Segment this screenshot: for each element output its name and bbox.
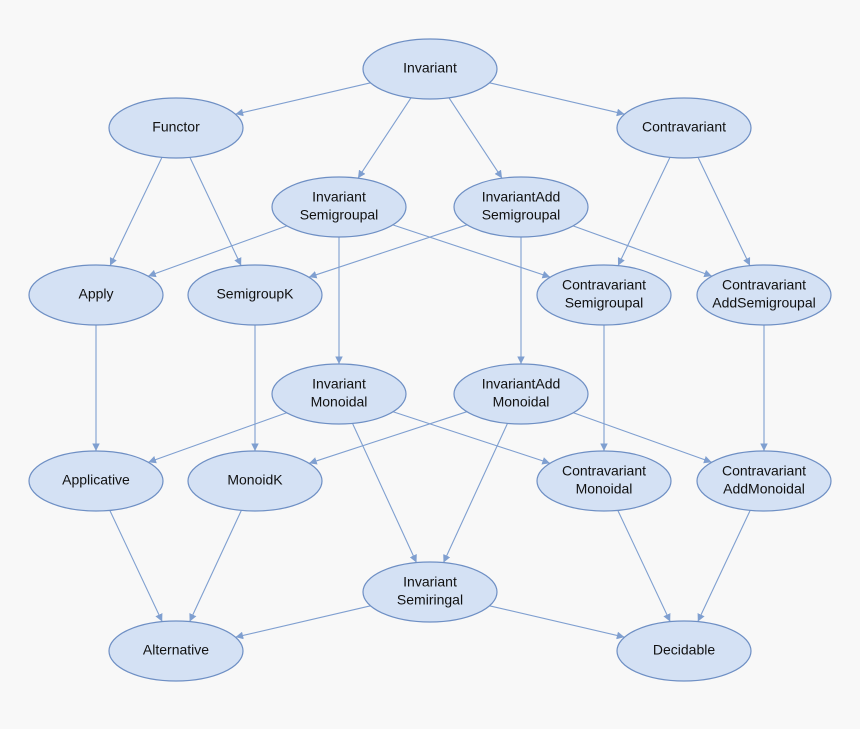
node-label-invariant-line-0: Invariant [403, 60, 457, 76]
edge-contravariant-monoidal-to-decidable [617, 510, 671, 622]
node-functor[interactable]: Functor [108, 97, 244, 159]
node-shape-monoidk [187, 450, 323, 512]
edge-invariantadd-monoidal-to-monoidk [308, 411, 468, 465]
node-shape-applicative [28, 450, 164, 512]
edges-layer [92, 82, 768, 640]
edge-invariant-monoidal-to-invariant-semiringal [352, 423, 417, 563]
node-shape-decidable [616, 620, 752, 682]
node-invariant[interactable]: Invariant [362, 38, 498, 100]
node-label-invariantadd-semigroupal-line-1: Semigroupal [482, 207, 561, 223]
edge-invariant-semigroupal-to-contravariant-semigroupal [392, 224, 551, 279]
node-label-invariant-semigroupal-line-0: Invariant [312, 189, 366, 205]
node-label-invariant-semiringal-line-1: Semiringal [397, 592, 463, 608]
edge-invariant-to-functor [235, 82, 371, 117]
edge-applicative-to-alternative [109, 510, 163, 622]
node-label-contravariant-semigroupal-line-1: Semigroupal [565, 295, 644, 311]
node-label-contravariant-addmonoidal-line-1: AddMonoidal [723, 481, 805, 497]
node-shape-invariantadd-monoidal [453, 363, 589, 425]
node-label-invariantadd-monoidal-line-1: Monoidal [493, 394, 550, 410]
edge-monoidk-to-alternative [189, 510, 242, 622]
node-shape-invariant-semiringal [362, 561, 498, 623]
node-label-functor-line-0: Functor [152, 119, 200, 135]
edge-invariant-semigroupal-to-apply [147, 225, 288, 278]
node-apply[interactable]: Apply [28, 264, 164, 326]
edge-functor-to-semigroupk [189, 157, 242, 266]
node-label-contravariant-addmonoidal-line-0: Contravariant [722, 463, 806, 479]
node-shape-contravariant-addmonoidal [696, 450, 832, 512]
node-monoidk[interactable]: MonoidK [187, 450, 323, 512]
node-shape-invariantadd-semigroupal [453, 176, 589, 238]
node-label-invariant-monoidal-line-0: Invariant [312, 376, 366, 392]
node-label-apply-line-0: Apply [78, 286, 113, 302]
node-decidable[interactable]: Decidable [616, 620, 752, 682]
node-shape-semigroupk [187, 264, 323, 326]
edge-invariantadd-monoidal-to-invariant-semiringal [443, 423, 508, 563]
node-shape-invariant-semigroupal [271, 176, 407, 238]
node-contravariant[interactable]: Contravariant [616, 97, 752, 159]
node-label-alternative-line-0: Alternative [143, 642, 209, 658]
node-label-contravariant-line-0: Contravariant [642, 119, 726, 135]
node-semigroupk[interactable]: SemigroupK [187, 264, 323, 326]
node-shape-contravariant-monoidal [536, 450, 672, 512]
node-shape-invariant [362, 38, 498, 100]
edge-contravariant-to-contravariant-semigroupal [617, 157, 671, 266]
edge-contravariant-to-contravariant-addsemigroupal [697, 157, 751, 266]
node-label-applicative-line-0: Applicative [62, 472, 130, 488]
node-shape-functor [108, 97, 244, 159]
edge-contravariant-addmonoidal-to-decidable [697, 510, 751, 622]
node-shape-apply [28, 264, 164, 326]
edge-invariant-to-contravariant [489, 82, 625, 117]
node-label-contravariant-monoidal-line-0: Contravariant [562, 463, 646, 479]
edge-invariantadd-semigroupal-to-contravariant-addsemigroupal [572, 225, 713, 278]
node-label-monoidk-line-0: MonoidK [227, 472, 283, 488]
node-shape-alternative [108, 620, 244, 682]
node-label-invariantadd-semigroupal-line-0: InvariantAdd [482, 189, 561, 205]
node-label-semigroupk-line-0: SemigroupK [216, 286, 294, 302]
node-shape-contravariant-addsemigroupal [696, 264, 832, 326]
node-label-invariant-semiringal-line-0: Invariant [403, 574, 457, 590]
node-shape-invariant-monoidal [271, 363, 407, 425]
node-label-decidable-line-0: Decidable [653, 642, 715, 658]
edge-invariant-monoidal-to-contravariant-monoidal [392, 411, 551, 465]
node-label-invariantadd-monoidal-line-0: InvariantAdd [482, 376, 561, 392]
node-label-invariant-monoidal-line-1: Monoidal [311, 394, 368, 410]
edge-invariantadd-semigroupal-to-semigroupk [308, 224, 468, 279]
edge-functor-to-apply [109, 157, 163, 266]
edge-invariantadd-monoidal-to-contravariant-addmonoidal [573, 412, 712, 464]
node-label-contravariant-monoidal-line-1: Monoidal [576, 481, 633, 497]
edge-invariant-semiringal-to-alternative [235, 605, 371, 640]
node-shape-contravariant [616, 97, 752, 159]
edge-invariant-to-invariant-semigroupal [357, 97, 412, 179]
node-label-invariant-semigroupal-line-1: Semigroupal [300, 207, 379, 223]
edge-invariant-semiringal-to-decidable [489, 605, 625, 640]
node-shape-contravariant-semigroupal [536, 264, 672, 326]
node-applicative[interactable]: Applicative [28, 450, 164, 512]
node-alternative[interactable]: Alternative [108, 620, 244, 682]
node-label-contravariant-addsemigroupal-line-1: AddSemigroupal [712, 295, 816, 311]
node-label-contravariant-semigroupal-line-0: Contravariant [562, 277, 646, 293]
edge-invariant-to-invariantadd-semigroupal [448, 97, 503, 179]
edge-invariant-monoidal-to-applicative [148, 412, 287, 464]
node-label-contravariant-addsemigroupal-line-0: Contravariant [722, 277, 806, 293]
